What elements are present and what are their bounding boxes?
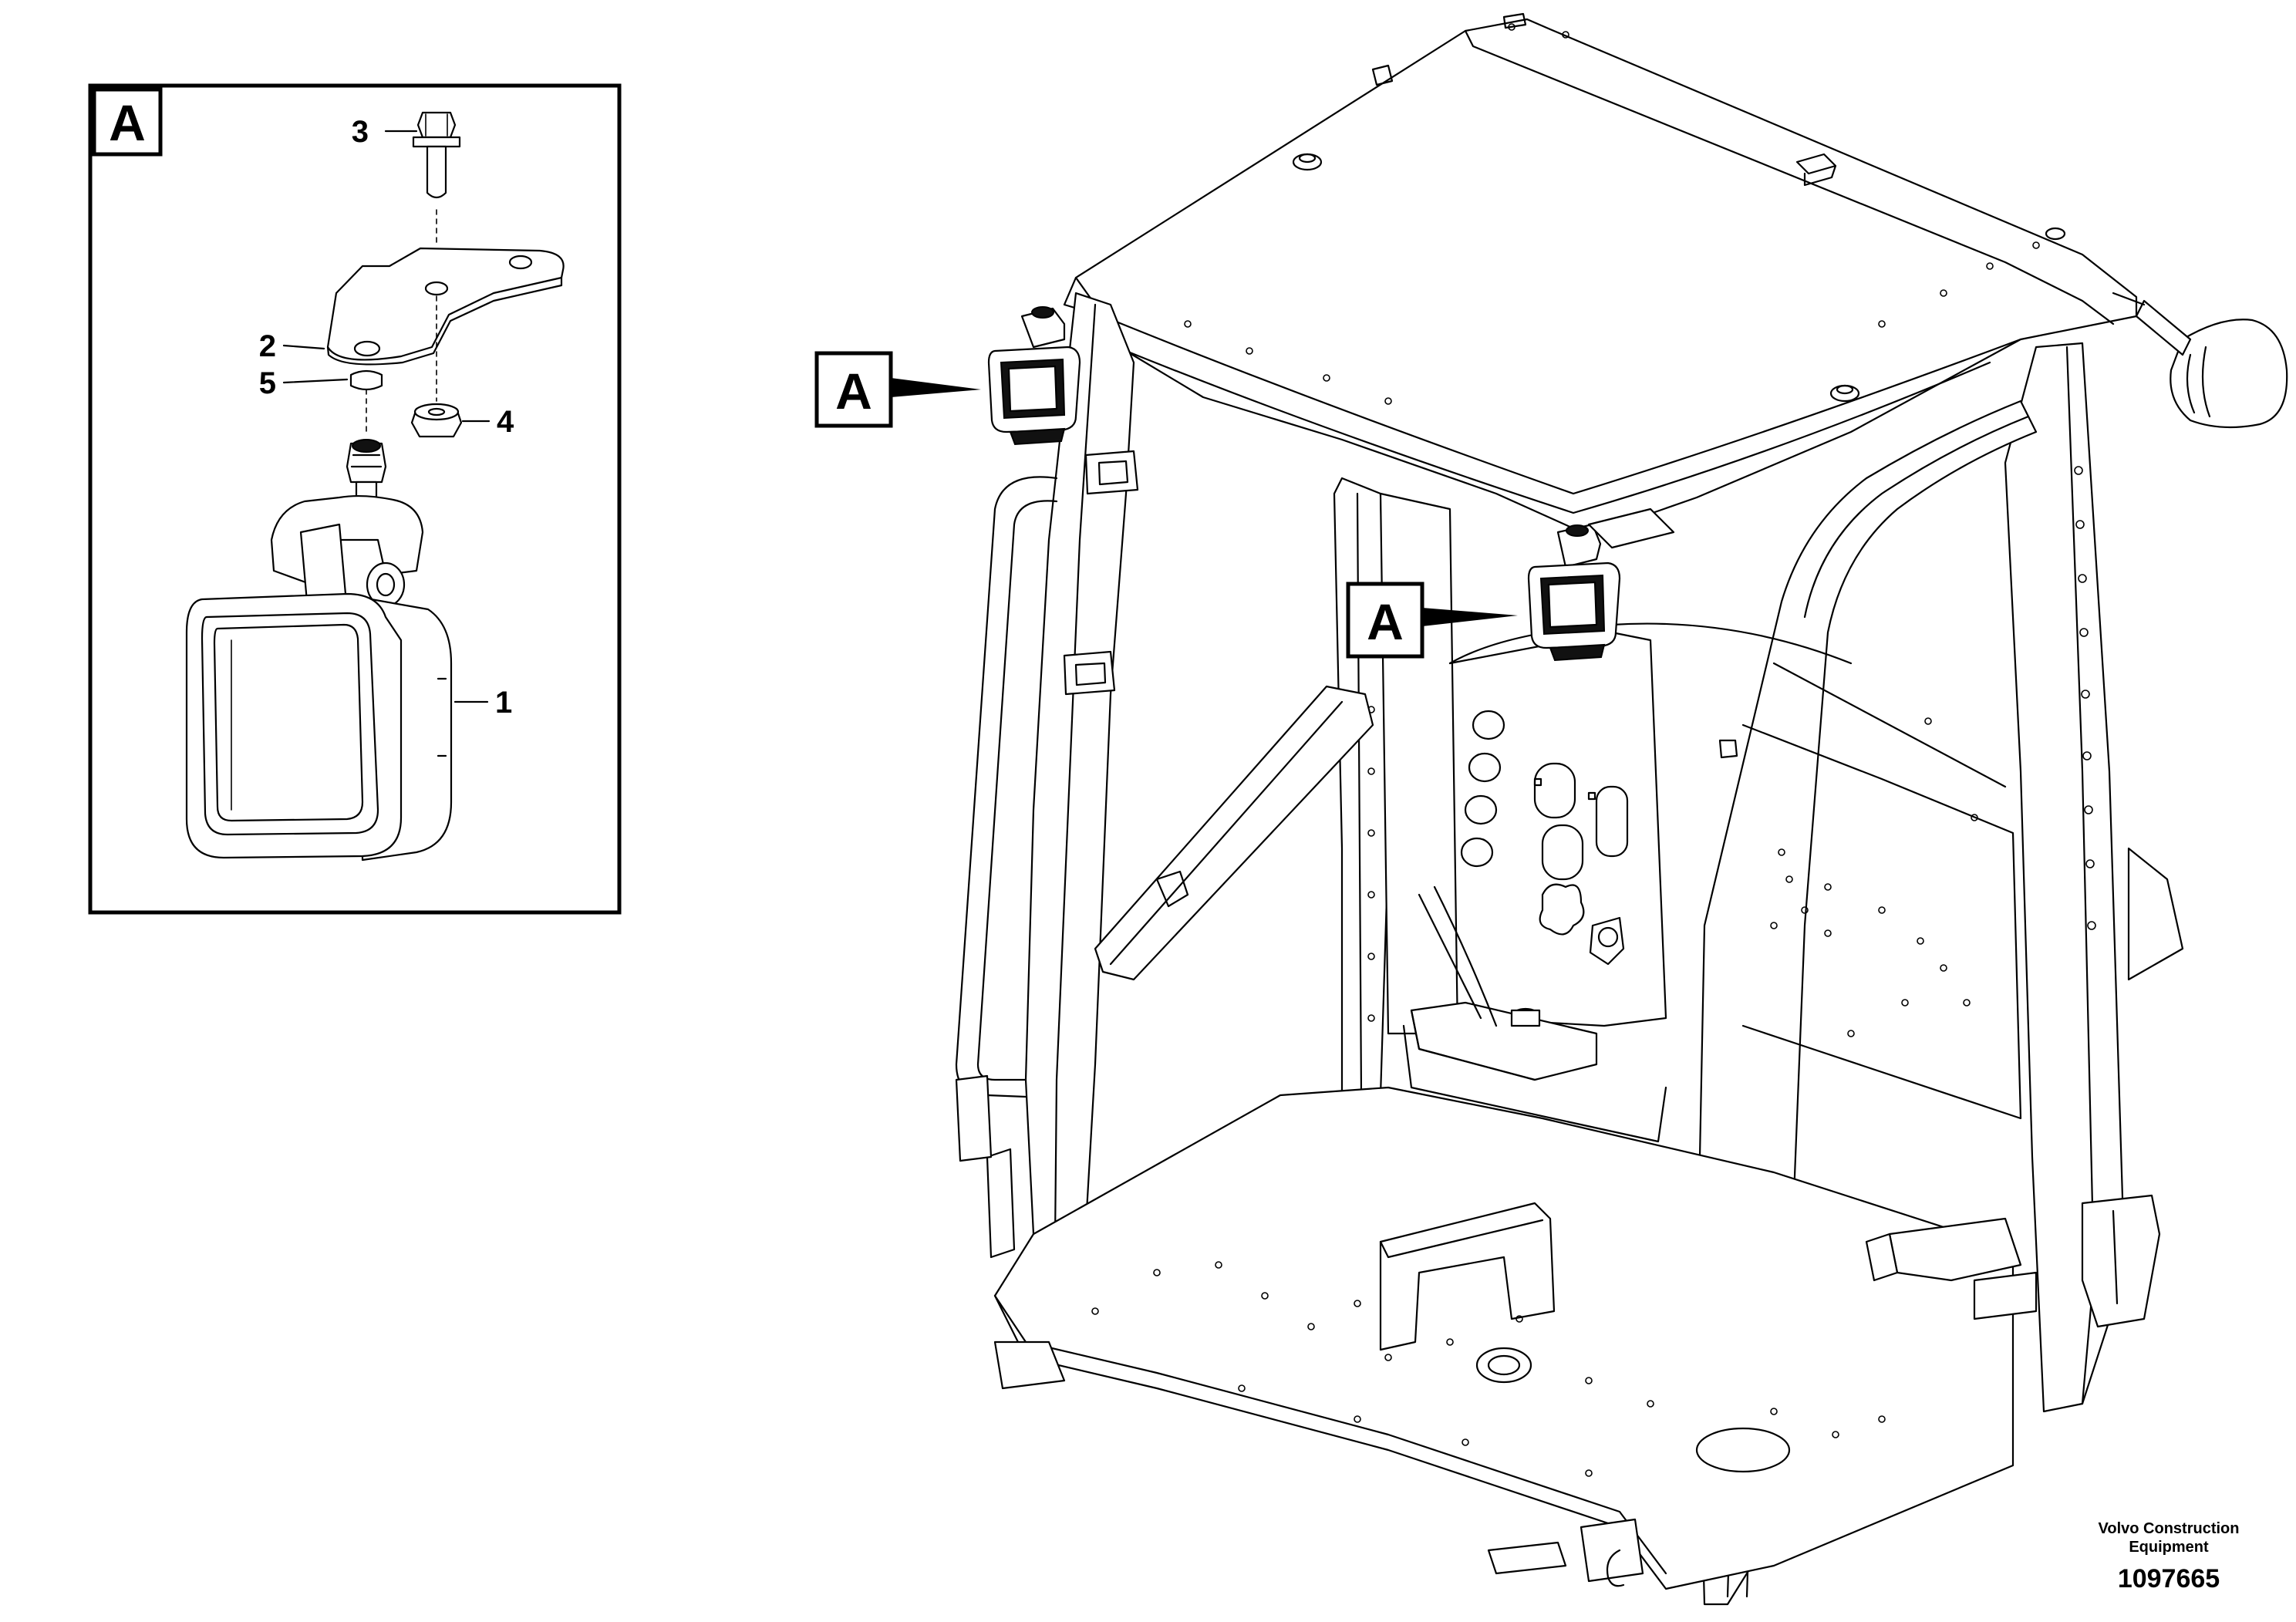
- part-number-3: 3: [352, 115, 369, 149]
- bracket-part: [326, 247, 565, 402]
- work-lamp-left: [987, 306, 1081, 446]
- panel-cutouts: [1460, 710, 1629, 966]
- roof-fasteners: [1184, 23, 2040, 405]
- right-side-panel: [1741, 723, 2022, 1120]
- nut-part: [410, 403, 463, 438]
- spacer-part: [349, 369, 383, 391]
- right-pillar-fasteners: [2074, 466, 2096, 930]
- floor-fasteners: [1091, 1261, 1886, 1477]
- rear-wall-panel: [1448, 631, 1667, 1027]
- rear-mirror: [2112, 292, 2288, 429]
- brand-line-1: Volvo Construction: [2099, 1520, 2240, 1537]
- cab-frame: [955, 12, 2288, 1606]
- detail-view-tag-box: [92, 87, 163, 157]
- detail-view-tag: A: [109, 94, 146, 151]
- view-callout-box: [1346, 582, 1424, 659]
- view-callout-arrow: [1422, 608, 1518, 626]
- part-number-5: 5: [259, 366, 276, 400]
- seat-bracket: [1379, 1202, 1556, 1351]
- lamp-yoke: [270, 495, 424, 608]
- detail-view-a: A: [88, 83, 622, 915]
- part-number-1: 1: [495, 686, 512, 720]
- part-number-2: 2: [259, 329, 276, 363]
- work-lamp-part: [185, 592, 453, 862]
- view-callout-box: [814, 351, 893, 428]
- view-callout-1: A: [814, 351, 981, 428]
- drawing-number: 1097665: [2118, 1564, 2220, 1593]
- detail-leaders: [282, 130, 491, 703]
- right-front-pillar: [2004, 342, 2126, 1413]
- view-callout-2: A: [1346, 582, 1518, 659]
- bolt-part: [412, 111, 461, 246]
- left-front-pillar: [1024, 292, 1135, 1266]
- work-lamp-right: [1527, 523, 1621, 662]
- view-callout-label: A: [1367, 593, 1404, 650]
- part-number-4: 4: [497, 405, 514, 439]
- brand-line-2: Equipment: [2129, 1539, 2209, 1556]
- view-callout-label: A: [835, 363, 872, 420]
- view-callout-arrow: [891, 378, 981, 397]
- side-panel-fasteners: [1770, 717, 1978, 1037]
- cab-floor: [993, 1086, 2014, 1590]
- diagonal-strut: [1094, 685, 1374, 981]
- drawing-footer: Volvo Construction Equipment 1097665: [2099, 1520, 2240, 1593]
